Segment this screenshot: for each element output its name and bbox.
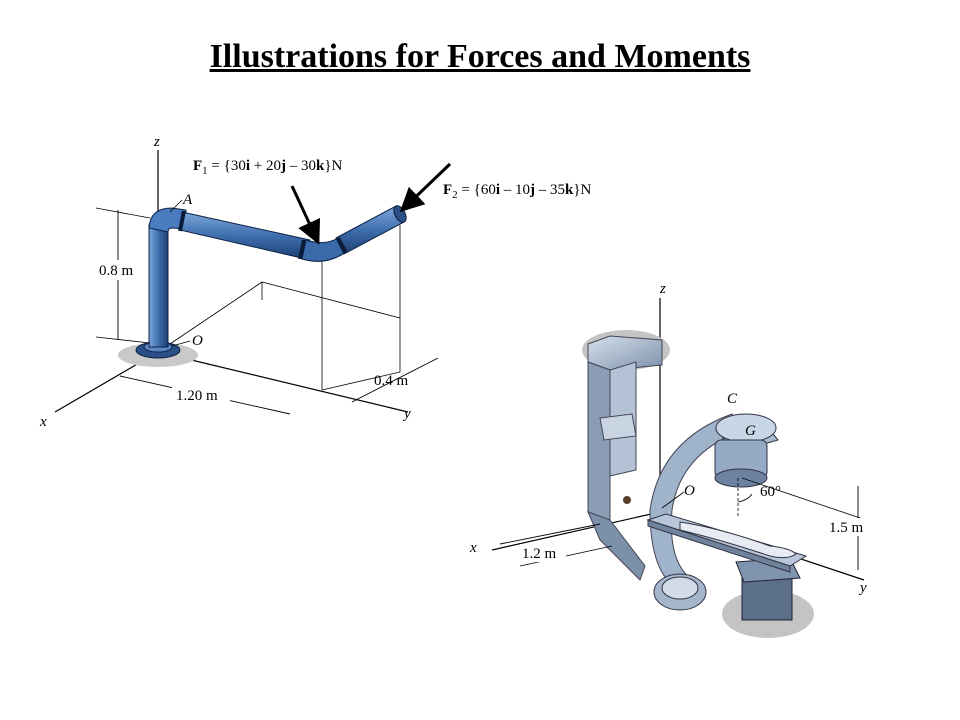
point-o-label-2: O [684, 483, 695, 499]
dim-height-bg [96, 260, 146, 280]
force2-label: F2 = {60i – 10j – 35k}N [443, 182, 592, 201]
dim-height-label: 0.8 m [99, 263, 134, 279]
dim-height-bg-2 [826, 518, 874, 536]
coupling-3 [336, 237, 348, 254]
z-axis-label-2: z [659, 281, 666, 297]
f1-k: k [316, 158, 325, 174]
vertical-pipe [148, 224, 169, 348]
f1-t2: – 30 [286, 158, 316, 174]
dim-depth-label: 0.4 m [374, 373, 409, 389]
table-pedestal [741, 575, 793, 621]
beam-line [741, 477, 867, 521]
force1-label: F1 = {30i + 20j – 30k}N [193, 158, 343, 177]
x-axis-label-2: x [469, 540, 477, 556]
f2-k: k [565, 182, 574, 198]
f2-j: j [529, 182, 535, 198]
f2-t3: }N [573, 182, 591, 198]
f2-symbol: F [443, 182, 452, 198]
y-axis-line-1 [157, 351, 409, 413]
point-o-label-1: O [192, 333, 203, 349]
slide-title: Illustrations for Forces and Moments [209, 38, 751, 75]
point-g-label: G [745, 423, 756, 439]
dim-length-bg-2 [520, 544, 566, 562]
f1-sub: 1 [202, 165, 208, 177]
dim-length-bg [172, 384, 230, 404]
c-arm-figure: z x y C G O [469, 281, 874, 638]
emitter-lens [714, 468, 768, 488]
dim-length-line-2 [499, 523, 601, 545]
table-edge [647, 519, 791, 573]
dim-height-ext-top [95, 207, 151, 219]
f2-t1: – 10 [500, 182, 530, 198]
patient-figure [679, 521, 797, 559]
z-axis-label-1: z [153, 134, 160, 150]
f2-t2: – 35 [535, 182, 565, 198]
force2-arrow [399, 162, 452, 213]
point-a-label: A [182, 192, 193, 208]
point-o-leader-2 [661, 491, 685, 509]
angle-arc [737, 493, 753, 503]
dim-length-label: 1.20 m [176, 388, 218, 404]
f2-i: i [496, 182, 500, 198]
force1-arrow [290, 185, 321, 245]
column-box [599, 413, 637, 441]
dim-length-label-2: 1.2 m [522, 546, 557, 562]
f1-i: i [246, 158, 250, 174]
horizontal-pipe [179, 211, 311, 260]
f2-eq: = {60 [458, 182, 496, 198]
x-axis-label-1: x [39, 414, 47, 430]
y-axis-label-1: y [402, 406, 411, 422]
dim-height-label-2: 1.5 m [829, 520, 864, 536]
pipe-figure: z x y [39, 134, 592, 430]
f1-eq: = {30 [208, 158, 246, 174]
column-knob [623, 496, 631, 504]
angle-label: 60° [760, 484, 781, 500]
f1-t3: }N [324, 158, 342, 174]
y-axis-label-2: y [858, 580, 867, 596]
f1-j: j [280, 158, 286, 174]
point-a-leader [169, 199, 183, 213]
dim-height-ext-bottom [95, 336, 151, 344]
f1-t1: + 20 [250, 158, 281, 174]
detector-inner [661, 576, 699, 600]
dim-depth-line [351, 357, 439, 403]
point-c-label: C [727, 391, 738, 407]
f1-symbol: F [193, 158, 202, 174]
point-o-leader-1 [171, 340, 191, 347]
lower-arm [587, 511, 646, 581]
support-column [587, 361, 611, 521]
f2-sub: 2 [452, 189, 458, 201]
x-axis-line-2 [491, 511, 661, 551]
coupling-1 [178, 210, 186, 232]
construction-lines-1 [157, 225, 401, 391]
